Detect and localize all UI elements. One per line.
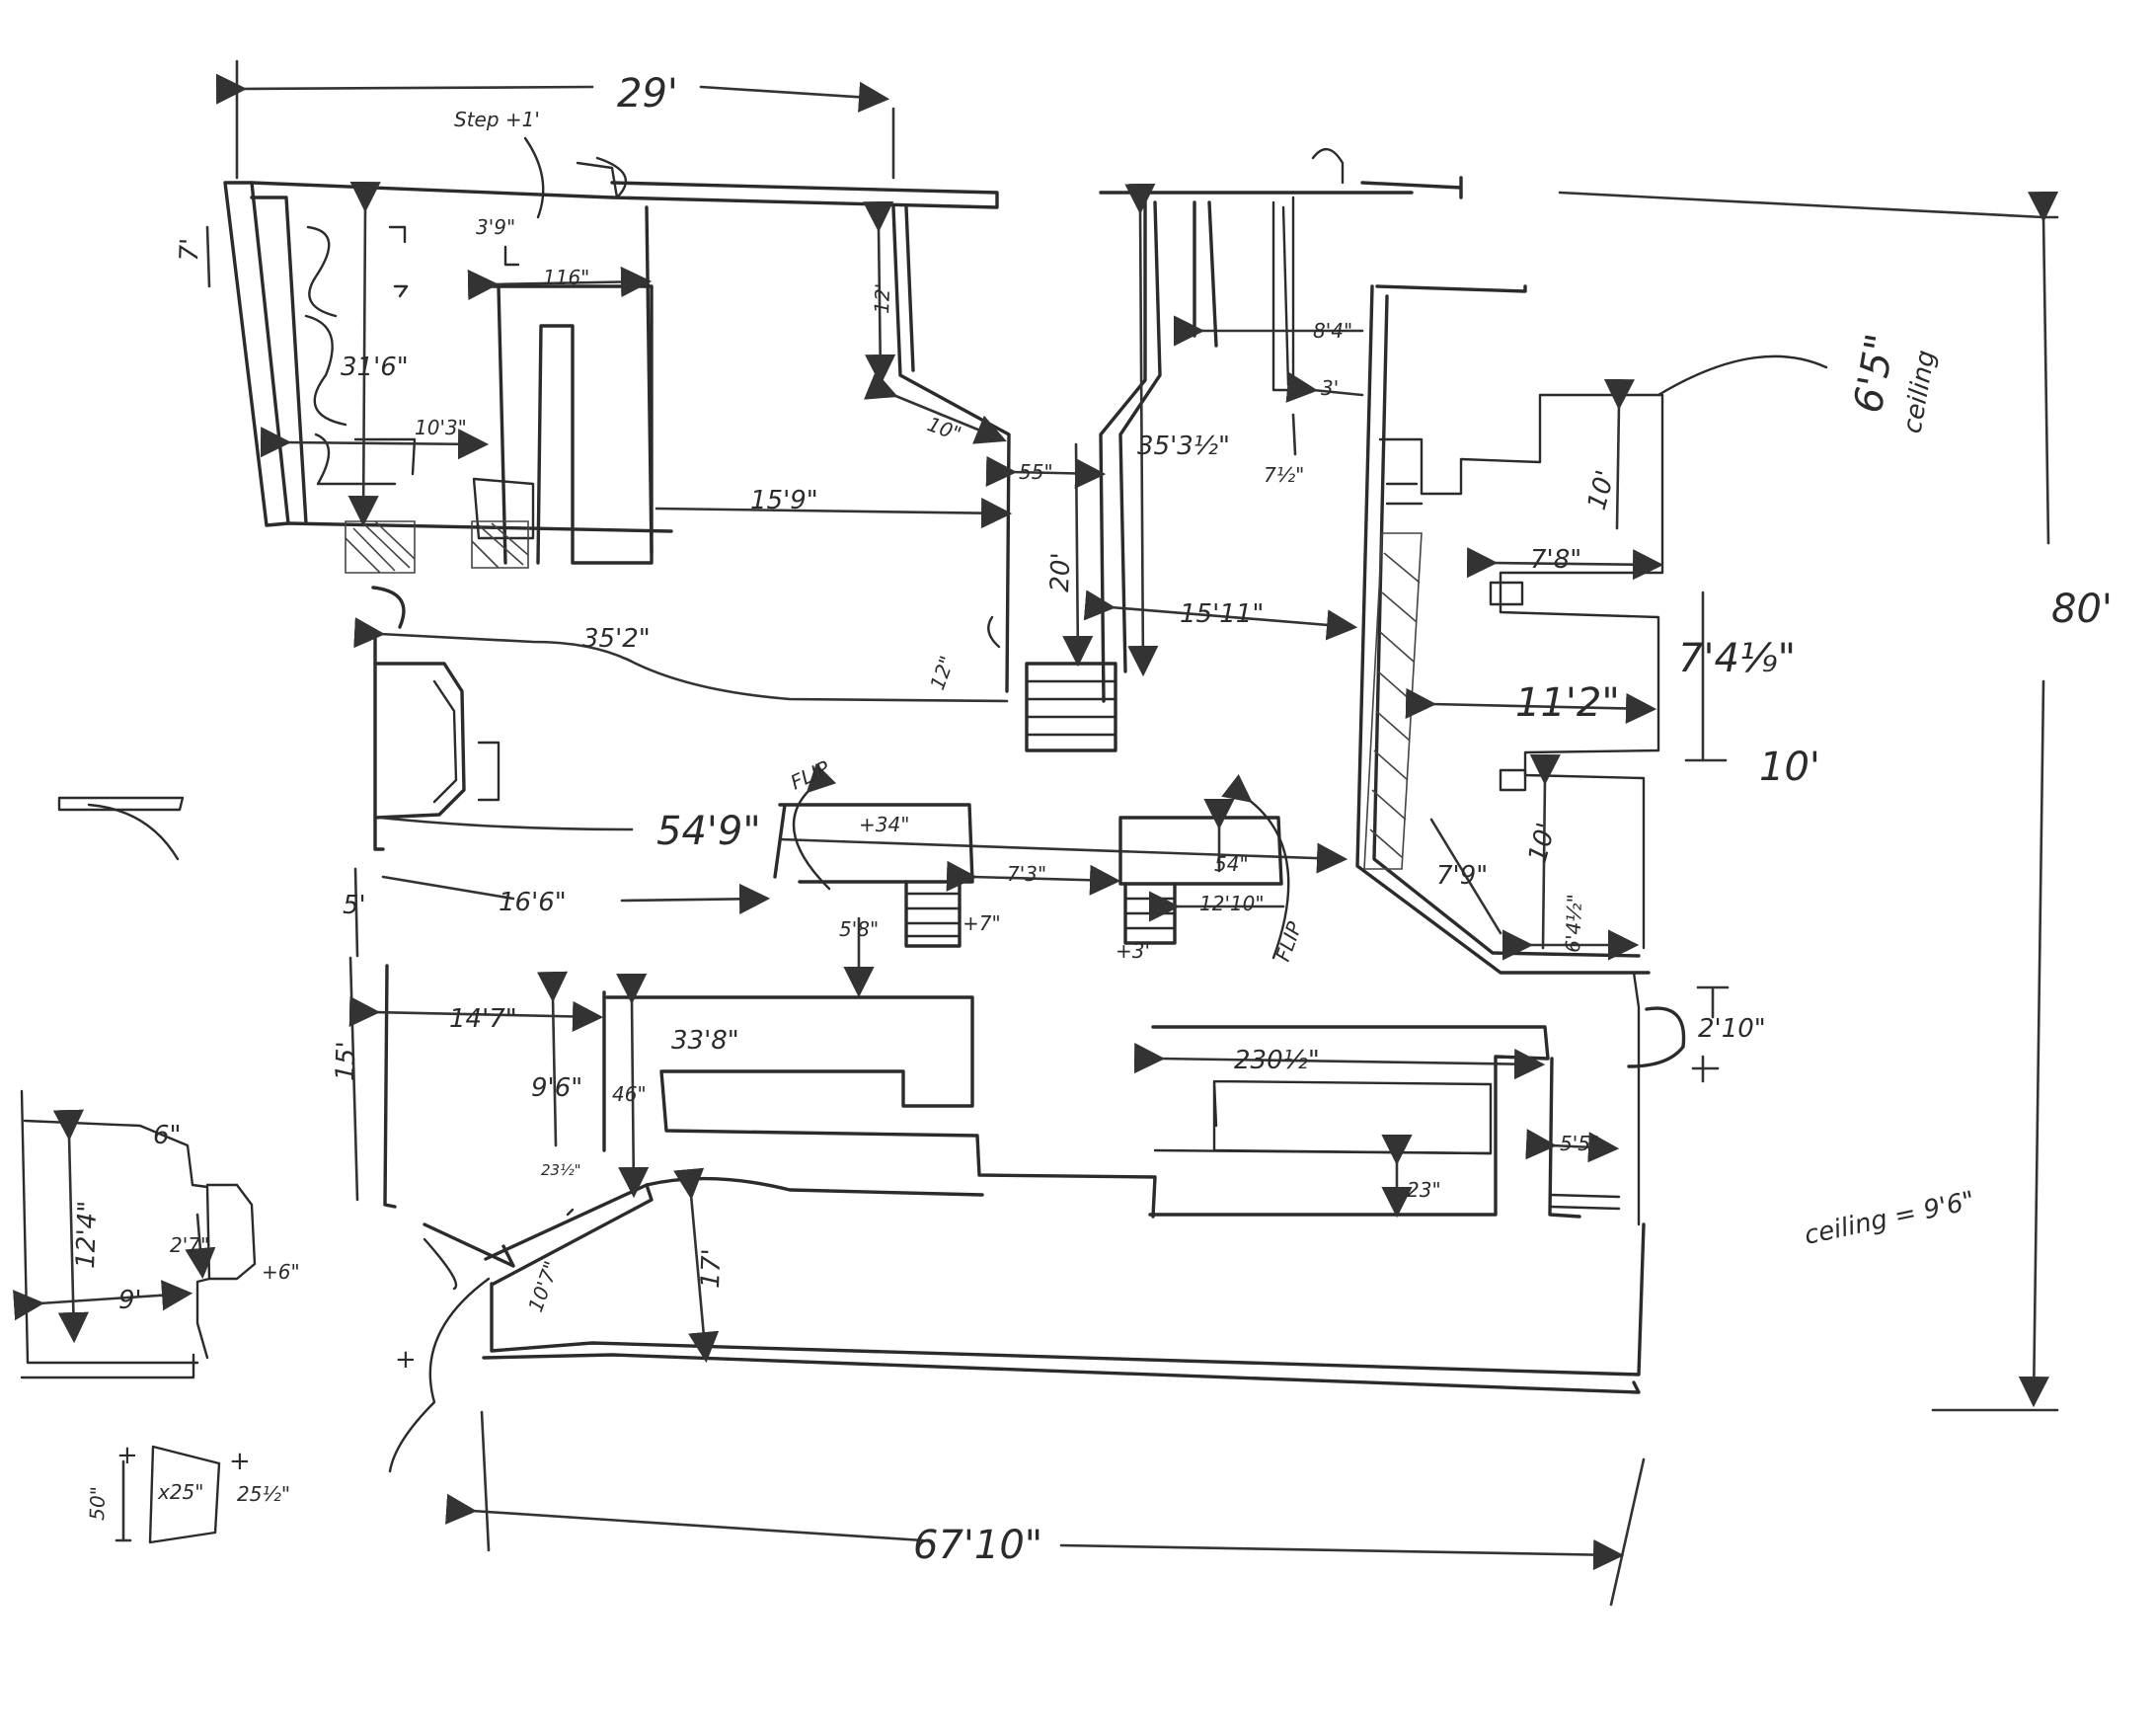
west-living: [57, 586, 1348, 914]
label-33-8: 33'8": [671, 1026, 739, 1056]
label-116: 116": [543, 266, 589, 289]
east-wing: [1355, 191, 2059, 1412]
label-10-c: 10': [1523, 820, 1562, 866]
label-10-a: 10': [1582, 467, 1621, 513]
label-7-5: 7½": [1264, 463, 1304, 487]
label-6-5: 6'5": [1846, 331, 1904, 417]
label-flip-right: FLIP: [1270, 917, 1307, 964]
label-9-6: 9'6": [531, 1073, 582, 1103]
label-31-6: 31'6": [341, 353, 409, 382]
label-50: 50": [85, 1486, 110, 1521]
label-11-2: 11'2": [1515, 680, 1620, 726]
label-54-9: 54'9": [656, 809, 761, 854]
flip-stair-right: [946, 773, 1290, 960]
label-15: 15': [331, 1041, 361, 1081]
label-x25: x25": [157, 1480, 203, 1504]
flip-stair-left: [773, 762, 974, 998]
label-34: +34": [859, 813, 909, 836]
label-55: 55": [1019, 460, 1053, 484]
label-bay-9: 9': [118, 1286, 142, 1315]
label-23-5: 23½": [541, 1161, 581, 1179]
label-12-left: 12': [870, 282, 894, 314]
label-12in: 12": [925, 653, 959, 693]
label-3-9: 3'9": [476, 215, 515, 239]
label-8-4: 8'4": [1313, 319, 1352, 343]
corridor-center: [654, 148, 1463, 752]
label-35-2: 35'2": [582, 624, 651, 654]
label-67-10: 67'10": [913, 1523, 1042, 1568]
label-flip-left: FLIP: [787, 755, 834, 794]
mark-plus-b: +: [229, 1447, 251, 1476]
label-10-in: 10": [924, 412, 964, 445]
label-230-5: 230½": [1234, 1046, 1320, 1075]
label-7-9: 7'9": [1436, 861, 1488, 891]
label-5-8: 5'8": [839, 917, 879, 941]
label-7: 7': [175, 238, 205, 263]
label-46: 46": [612, 1082, 647, 1106]
label-bay-12: 12'4": [71, 1201, 103, 1270]
label-15-11: 15'11": [1180, 599, 1264, 629]
label-5-5: 5'5": [1560, 1132, 1599, 1155]
label-plus3: +3': [1116, 939, 1150, 963]
label-10-b: 10': [1759, 745, 1820, 790]
label-6-4: 6'4½": [1561, 894, 1586, 953]
dimension-29-ft: [215, 59, 895, 180]
label-ceiling-9-6: ceiling = 9'6": [1802, 1186, 1977, 1251]
mark-plus-a: +: [116, 1441, 138, 1470]
label-step: Step +1': [454, 108, 540, 131]
label-bay-plus6: +6": [262, 1260, 300, 1284]
small-box-sketch: [115, 1445, 221, 1544]
room-northwest: [205, 136, 999, 574]
label-29: 29': [617, 71, 678, 117]
label-25-5: 25½": [237, 1482, 290, 1506]
label-23: 23": [1407, 1178, 1441, 1202]
label-80: 80': [2051, 587, 2113, 632]
label-14-7: 14'7": [449, 1004, 517, 1034]
label-16-6: 16'6": [499, 888, 567, 917]
bay-window-sketch: [13, 1089, 257, 1379]
label-bay-6: 6": [153, 1121, 182, 1150]
label-3ft: 3': [1321, 376, 1339, 400]
label-7-3: 7'3": [1007, 862, 1046, 886]
label-10-3: 10'3": [415, 416, 467, 439]
label-7-4-9: 7'4⅟₉": [1678, 636, 1796, 681]
label-20: 20': [1045, 552, 1076, 592]
label-7-8: 7'8": [1530, 545, 1581, 575]
label-2-10: 2'10": [1698, 1014, 1766, 1044]
label-bay-2-7: 2'7": [170, 1233, 209, 1257]
label-ceiling-word: ceiling: [1897, 348, 1941, 435]
mark-plus-c: +: [395, 1345, 417, 1375]
label-15-9: 15'9": [750, 486, 818, 515]
south-wing: [348, 867, 1646, 1607]
label-17: 17': [696, 1248, 727, 1289]
label-12-10: 12'10": [1199, 892, 1265, 915]
label-plus7: +7": [962, 911, 1001, 935]
label-35-3: 35'3½": [1137, 432, 1230, 461]
label-54: 54": [1214, 852, 1249, 876]
label-5ft: 5': [343, 891, 366, 920]
